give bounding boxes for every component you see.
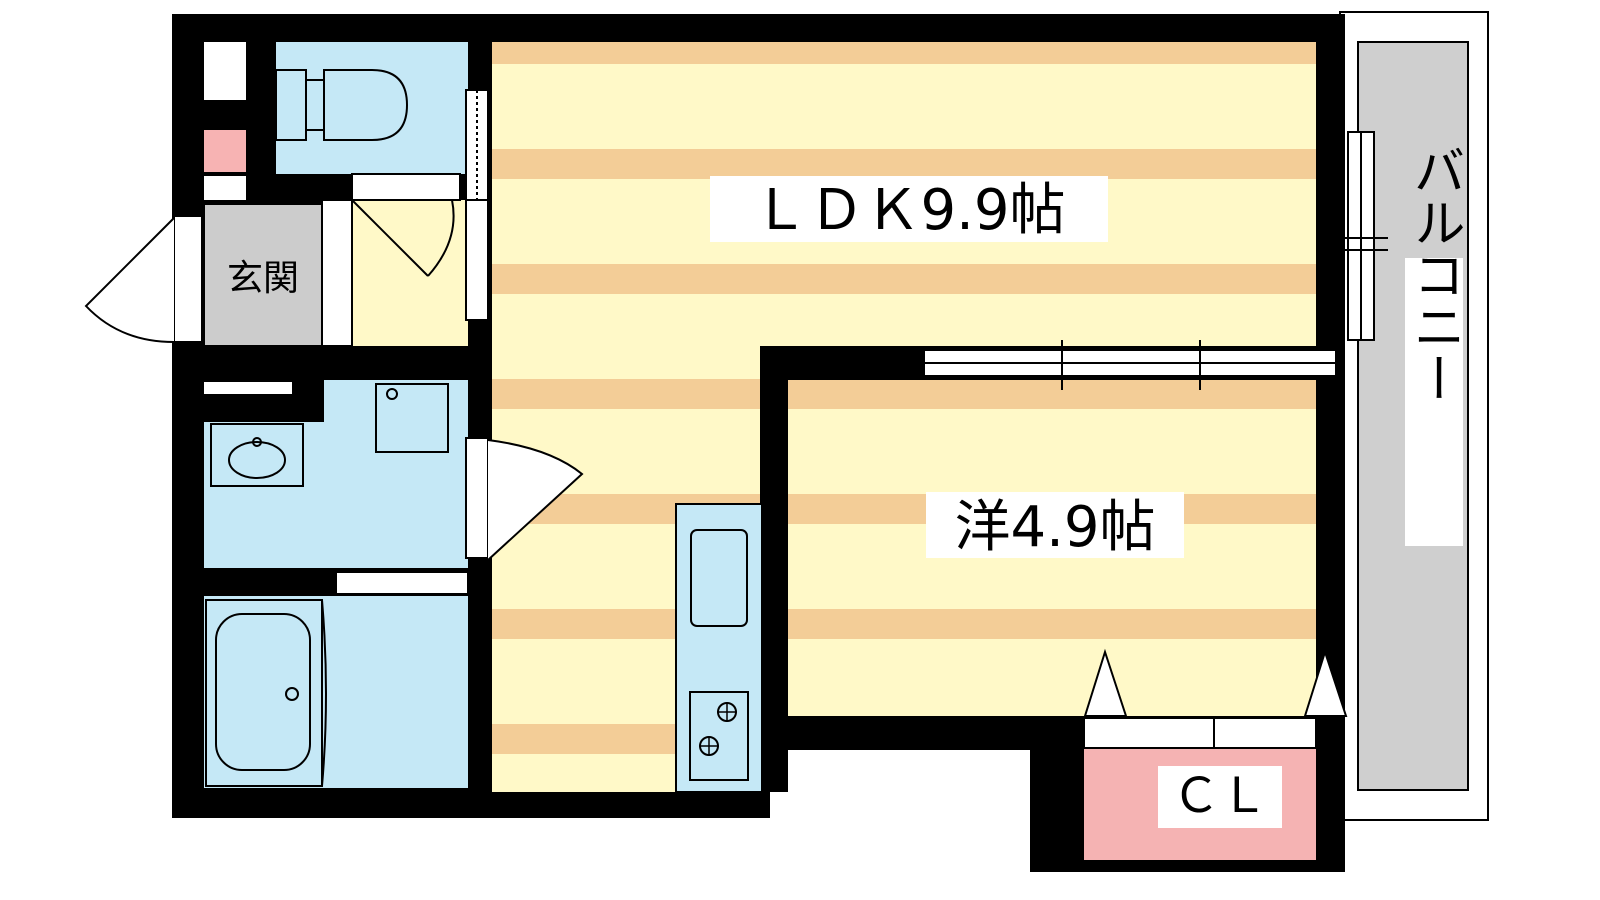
balcony-label-text: バルコニー [1404, 144, 1464, 404]
western-label: 洋4.9帖 [926, 492, 1184, 560]
washbasin-icon [210, 423, 304, 487]
closet-label-text: ＣＬ [1172, 768, 1268, 824]
ldk-label-text: ＬＤＫ9.9帖 [752, 178, 1065, 243]
closet [1082, 648, 1348, 862]
washroom [204, 380, 584, 568]
bathroom [204, 568, 469, 788]
toilet-room [275, 42, 468, 174]
western-label-text: 洋4.9帖 [954, 495, 1155, 560]
ldk-label: ＬＤＫ9.9帖 [710, 176, 1108, 243]
toilet-icon [275, 69, 409, 141]
front-door[interactable] [84, 215, 203, 343]
kitchen-counter [675, 503, 763, 793]
entrance-label-text: 玄関 [227, 258, 299, 299]
bathtub-icon [205, 599, 323, 787]
stove-icon [689, 691, 749, 781]
sliding-door-icon[interactable] [923, 340, 1337, 390]
balcony-label: バルコニー [1404, 144, 1464, 546]
utility-blocks [204, 42, 246, 200]
door-swing-icon[interactable] [487, 439, 584, 561]
balcony [1339, 11, 1489, 821]
sink-icon [690, 529, 748, 627]
door-swing-icon[interactable] [351, 199, 455, 277]
balcony-window[interactable] [1336, 131, 1388, 341]
entrance-hall [203, 89, 489, 347]
